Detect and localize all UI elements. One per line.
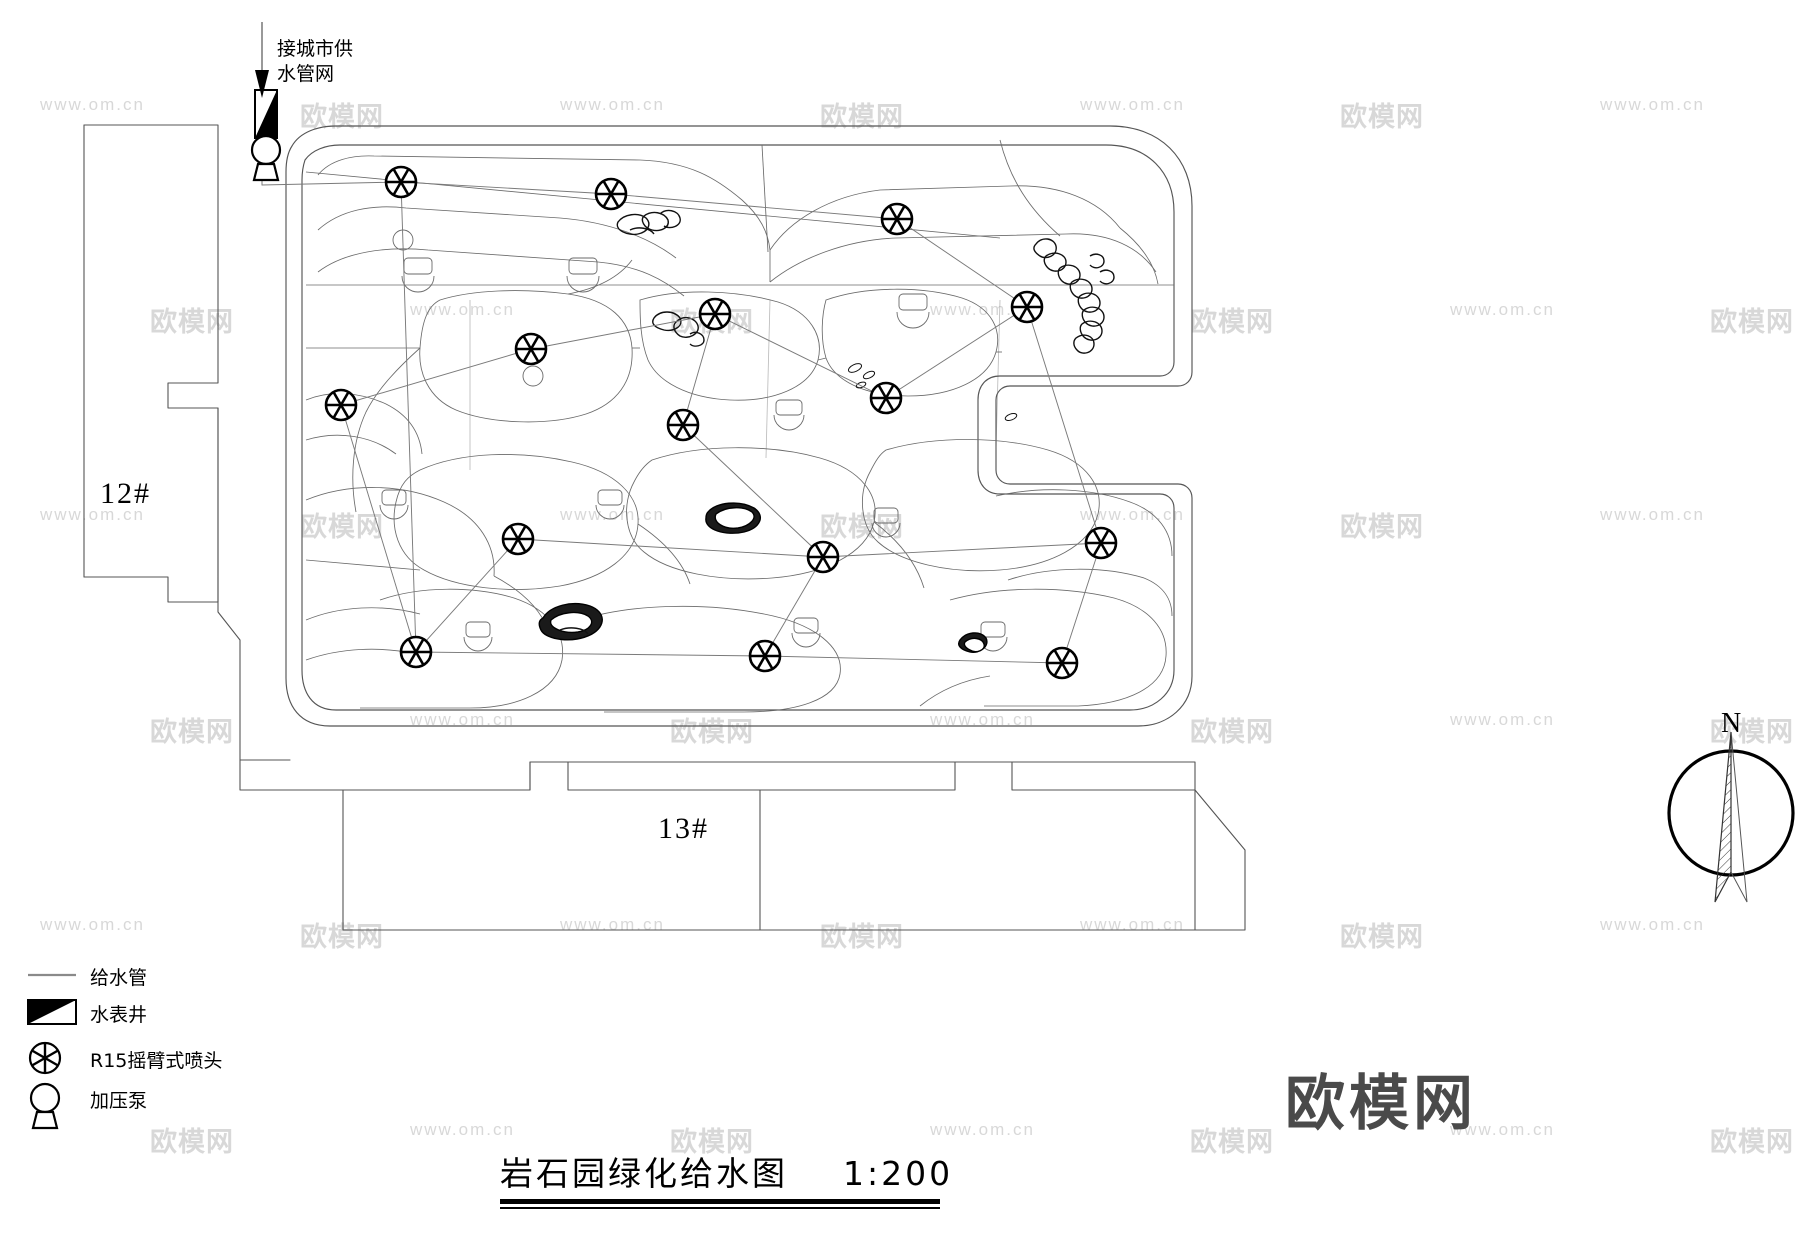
legend-label-pipe: 给水管 (90, 967, 148, 989)
rock-cluster (538, 602, 603, 641)
sprinkler-heads (324, 165, 1118, 680)
title-rule-thick (500, 1199, 940, 1204)
water-source-note: 接城市供 水管网 (277, 37, 353, 87)
drawing-title: 岩石园绿化给水图 (500, 1154, 788, 1193)
sprinkler-head-icon (594, 177, 628, 211)
legend-label-pump: 加压泵 (90, 1090, 148, 1112)
sprinkler-head-icon (384, 165, 418, 199)
source-arrow-icon (255, 22, 269, 98)
bench (463, 621, 493, 652)
water-source-note-line1: 接城市供 (277, 38, 354, 60)
rock-cluster (705, 502, 762, 534)
bench (595, 489, 625, 520)
sprinkler-head-icon (501, 522, 535, 556)
rock-cluster (616, 209, 681, 236)
building-label-12: 12# (100, 477, 151, 510)
rock-clusters (538, 209, 1115, 653)
sprinkler-head-icon (399, 635, 433, 669)
sprinkler-head-icon (880, 202, 914, 236)
brand-watermark: 欧模网 (1285, 1069, 1477, 1139)
legend-pump-icon (29, 1082, 61, 1130)
garden-boundary (285, 125, 1193, 727)
site-context-buildings (83, 124, 1246, 931)
legend-sprinkler-icon (28, 1041, 62, 1075)
water-meter-well (254, 89, 278, 139)
bench (773, 399, 805, 431)
building-label-13: 13# (658, 812, 709, 845)
bench (401, 257, 435, 293)
bench (566, 257, 600, 293)
bench (871, 507, 901, 538)
title-rule-thin (500, 1207, 940, 1209)
drawing-scale: 1:200 (843, 1154, 954, 1193)
water-source-note-line2: 水管网 (277, 63, 335, 85)
rock-cluster (958, 632, 988, 653)
sprinkler-head-icon (698, 297, 732, 331)
planting-bed-contours (305, 139, 1174, 713)
sprinkler-head-icon (869, 381, 903, 415)
sprinkler-head-icon (1010, 290, 1044, 324)
sprinkler-head-icon (666, 408, 700, 442)
sprinkler-head-icon (324, 388, 358, 422)
sprinkler-head-icon (1084, 526, 1118, 560)
rock-chain (1033, 238, 1115, 354)
sprinkler-head-icon (1045, 646, 1079, 680)
sprinkler-head-icon (514, 332, 548, 366)
bench (896, 293, 930, 329)
legend-meter-well-icon (27, 999, 77, 1025)
small-stones (847, 363, 1018, 421)
north-arrow (1667, 731, 1795, 903)
legend-label-meter-well: 水表井 (90, 1004, 148, 1026)
sprinkler-head-icon (748, 639, 782, 673)
booster-pump-symbol (250, 134, 282, 182)
north-label: N (1721, 708, 1742, 739)
sprinkler-head-icon (806, 540, 840, 574)
bench (791, 617, 821, 648)
bench (379, 489, 409, 520)
drawing-title-block: 岩石园绿化给水图 1:200 (500, 1147, 950, 1209)
legend-symbols (27, 973, 77, 1130)
legend-label-sprinkler: R15摇臂式喷头 (90, 1050, 223, 1072)
